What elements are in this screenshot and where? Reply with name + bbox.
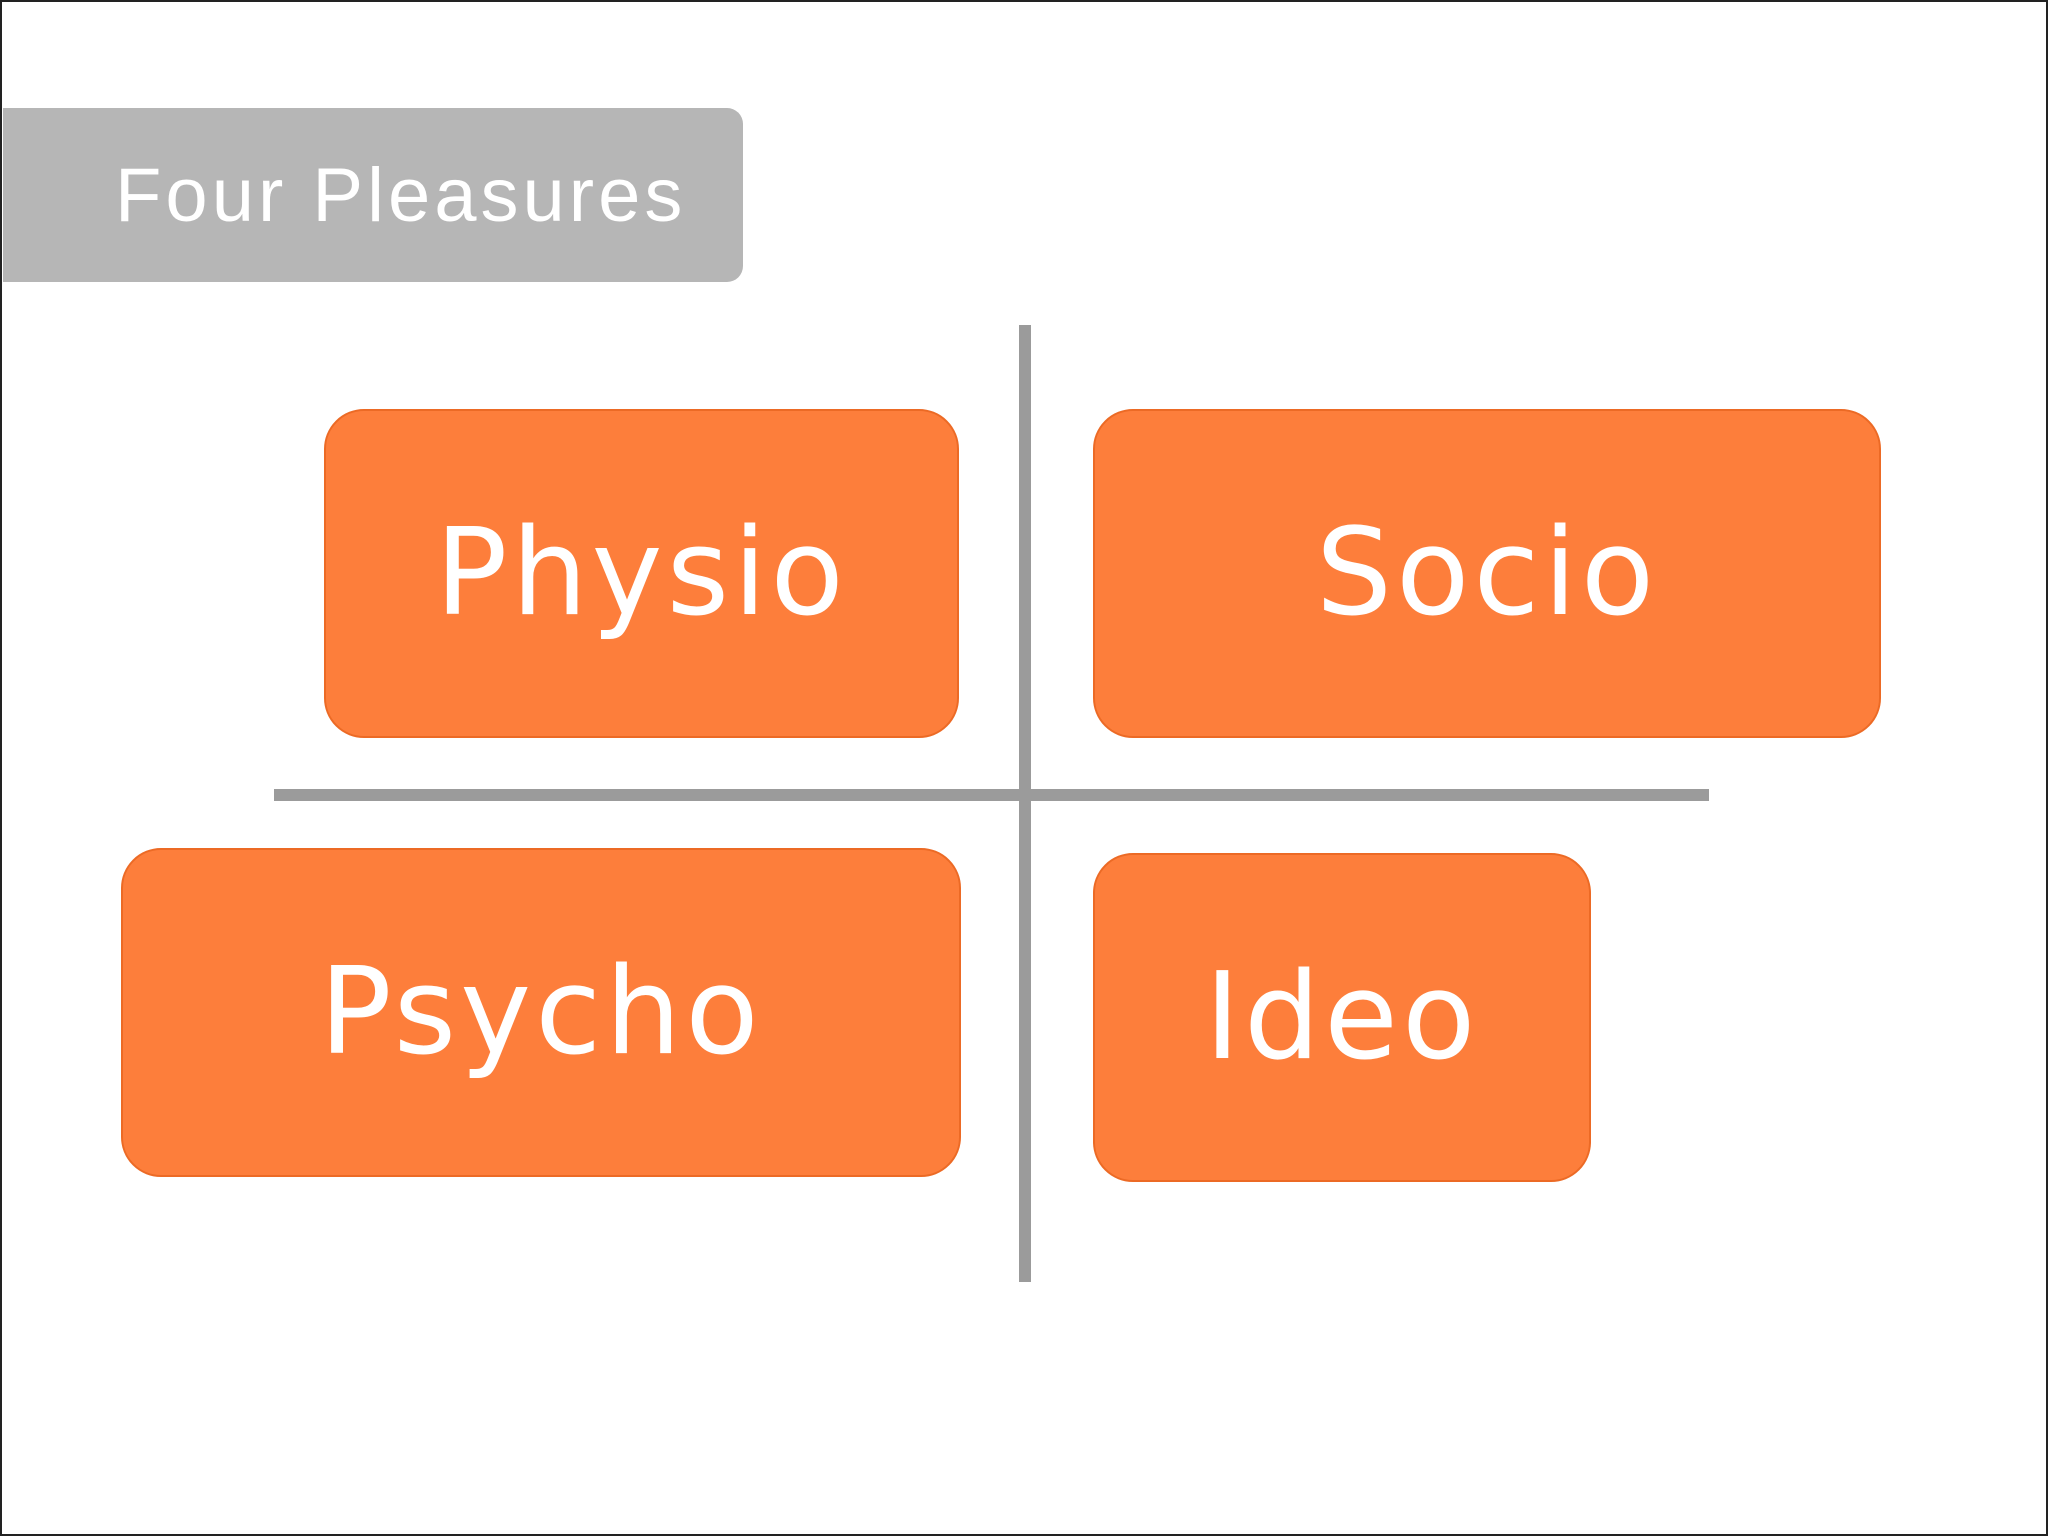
quadrant-socio: Socio bbox=[1093, 409, 1881, 738]
quadrant-label-psycho: Psycho bbox=[319, 942, 763, 1082]
quadrant-psycho: Psycho bbox=[121, 848, 961, 1177]
quadrant-label-ideo: Ideo bbox=[1204, 947, 1480, 1087]
slide-title: Four Pleasures bbox=[115, 152, 687, 238]
horizontal-axis bbox=[274, 789, 1709, 801]
quadrant-label-socio: Socio bbox=[1315, 503, 1659, 643]
quadrant-label-physio: Physio bbox=[435, 503, 848, 643]
title-banner: Four Pleasures bbox=[3, 108, 743, 282]
quadrant-physio: Physio bbox=[324, 409, 959, 738]
vertical-axis bbox=[1019, 325, 1031, 1282]
quadrant-ideo: Ideo bbox=[1093, 853, 1591, 1182]
